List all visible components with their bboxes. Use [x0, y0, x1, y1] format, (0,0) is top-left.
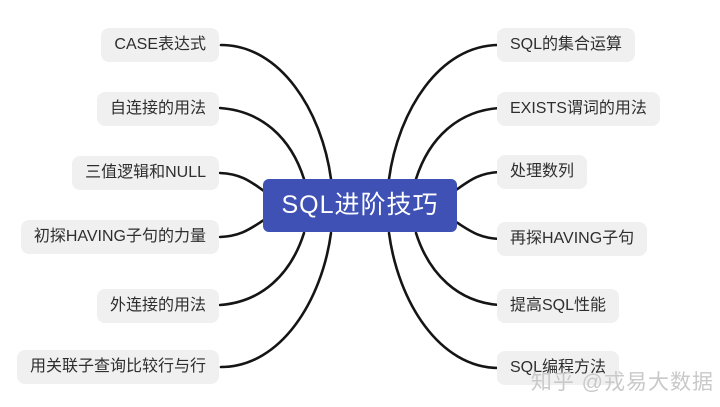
- node-having-clause-intro[interactable]: 初探HAVING子句的力量: [20, 220, 219, 254]
- connector-right-5: [414, 231, 501, 307]
- node-having-revisited[interactable]: 再探HAVING子句: [497, 222, 648, 256]
- node-outer-join[interactable]: 外连接的用法: [96, 289, 219, 323]
- node-sequences[interactable]: 处理数列: [497, 155, 588, 189]
- connector-left-6: [219, 231, 333, 369]
- node-exists-predicate[interactable]: EXISTS谓词的用法: [497, 92, 660, 126]
- node-three-valued-logic-null[interactable]: 三值逻辑和NULL: [72, 156, 219, 190]
- connector-right-1: [387, 43, 501, 181]
- connector-right-4: [454, 220, 502, 241]
- node-self-join[interactable]: 自连接的用法: [96, 92, 219, 126]
- connector-left-1: [219, 43, 333, 181]
- connector-right-6: [387, 231, 501, 370]
- center-topic[interactable]: SQL进阶技巧: [263, 179, 457, 232]
- connector-left-4: [218, 218, 266, 239]
- node-set-operations[interactable]: SQL的集合运算: [497, 28, 636, 62]
- node-case-expression[interactable]: CASE表达式: [101, 28, 219, 62]
- node-sql-performance[interactable]: 提高SQL性能: [497, 289, 620, 323]
- connector-right-3: [454, 170, 502, 192]
- connector-right-2: [414, 106, 501, 181]
- connector-left-3: [218, 171, 266, 193]
- connector-left-5: [218, 231, 306, 307]
- connector-left-2: [218, 106, 306, 181]
- node-sql-programming[interactable]: SQL编程方法: [497, 351, 620, 385]
- zhihu-watermark: 知乎 @戎易大数据: [530, 371, 714, 394]
- node-correlated-subquery[interactable]: 用关联子查询比较行与行: [16, 350, 219, 384]
